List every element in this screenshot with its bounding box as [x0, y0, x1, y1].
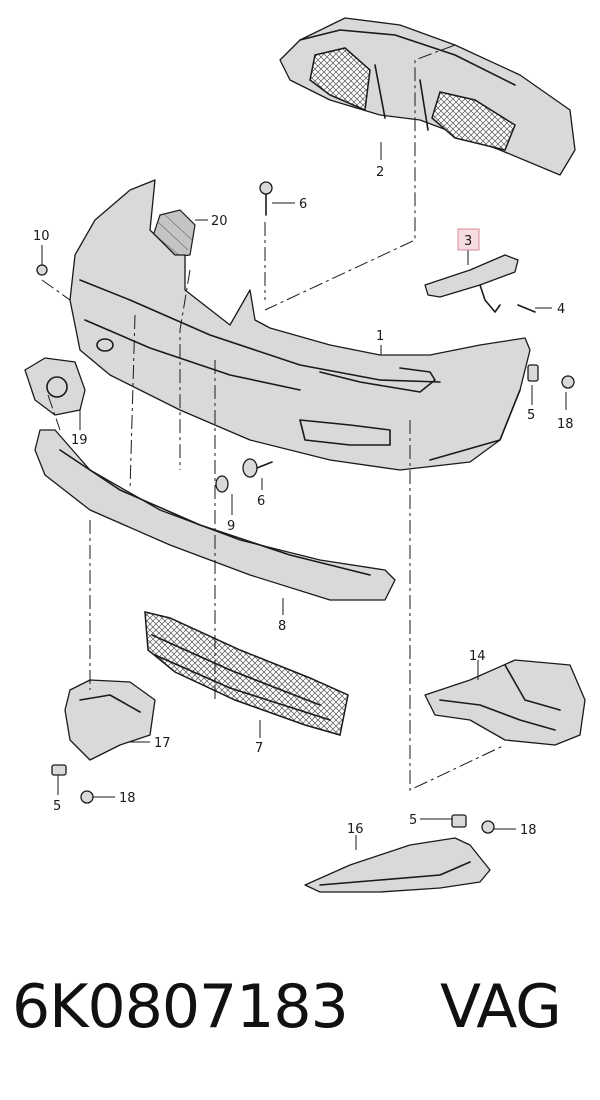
callout-20: 20 — [211, 214, 228, 229]
callout-3: 3 — [464, 234, 472, 249]
lower-spoiler-part-8 — [34, 429, 396, 601]
callout-19: 19 — [71, 433, 88, 448]
callout-2: 2 — [376, 165, 384, 180]
right-air-duct-part-14 — [424, 659, 586, 746]
caption-part-number: 6K0807183 — [12, 972, 349, 1042]
caption-brand: VAG — [440, 972, 562, 1042]
callout-18-bottom-right: 18 — [520, 823, 537, 838]
callout-5-bottom-right: 5 — [409, 813, 417, 828]
callout-18-left-lower: 18 — [119, 791, 136, 806]
callout-16: 16 — [347, 822, 364, 837]
right-air-guide-part-16 — [304, 837, 491, 893]
callout-14: 14 — [469, 649, 486, 664]
callout-9: 9 — [227, 519, 235, 534]
callout-5-right-upper: 5 — [527, 408, 535, 423]
callout-17: 17 — [154, 736, 171, 751]
callout-3-highlight-box — [457, 228, 480, 251]
callout-10: 10 — [33, 229, 50, 244]
callout-6-lower: 6 — [257, 494, 265, 509]
parts-diagram: 1 2 3 4 5 5 5 6 6 7 8 9 10 14 16 17 18 1… — [24, 17, 586, 893]
upper-grille-part-2 — [279, 17, 576, 176]
callout-7: 7 — [255, 741, 263, 756]
callout-8: 8 — [278, 619, 286, 634]
left-air-guide-part-17 — [64, 679, 156, 761]
callout-6-upper: 6 — [299, 197, 307, 212]
fog-light-bracket-part-19 — [24, 357, 86, 416]
callout-labels: 1 2 3 4 5 5 5 6 6 7 8 9 10 14 16 17 18 1… — [33, 165, 574, 838]
callout-4: 4 — [557, 302, 565, 317]
callout-1: 1 — [376, 329, 384, 344]
bracket-part-3 — [424, 254, 519, 313]
callout-5-left-lower: 5 — [53, 799, 61, 814]
fasteners — [36, 181, 575, 834]
assembly-lines — [41, 44, 506, 791]
callout-18-right-upper: 18 — [557, 417, 574, 432]
caption: 6K0807183 VAG — [0, 972, 600, 1062]
leader-lines — [41, 142, 567, 850]
bumper-cover-part-1 — [69, 179, 531, 471]
lower-grille-part-7 — [144, 611, 349, 736]
